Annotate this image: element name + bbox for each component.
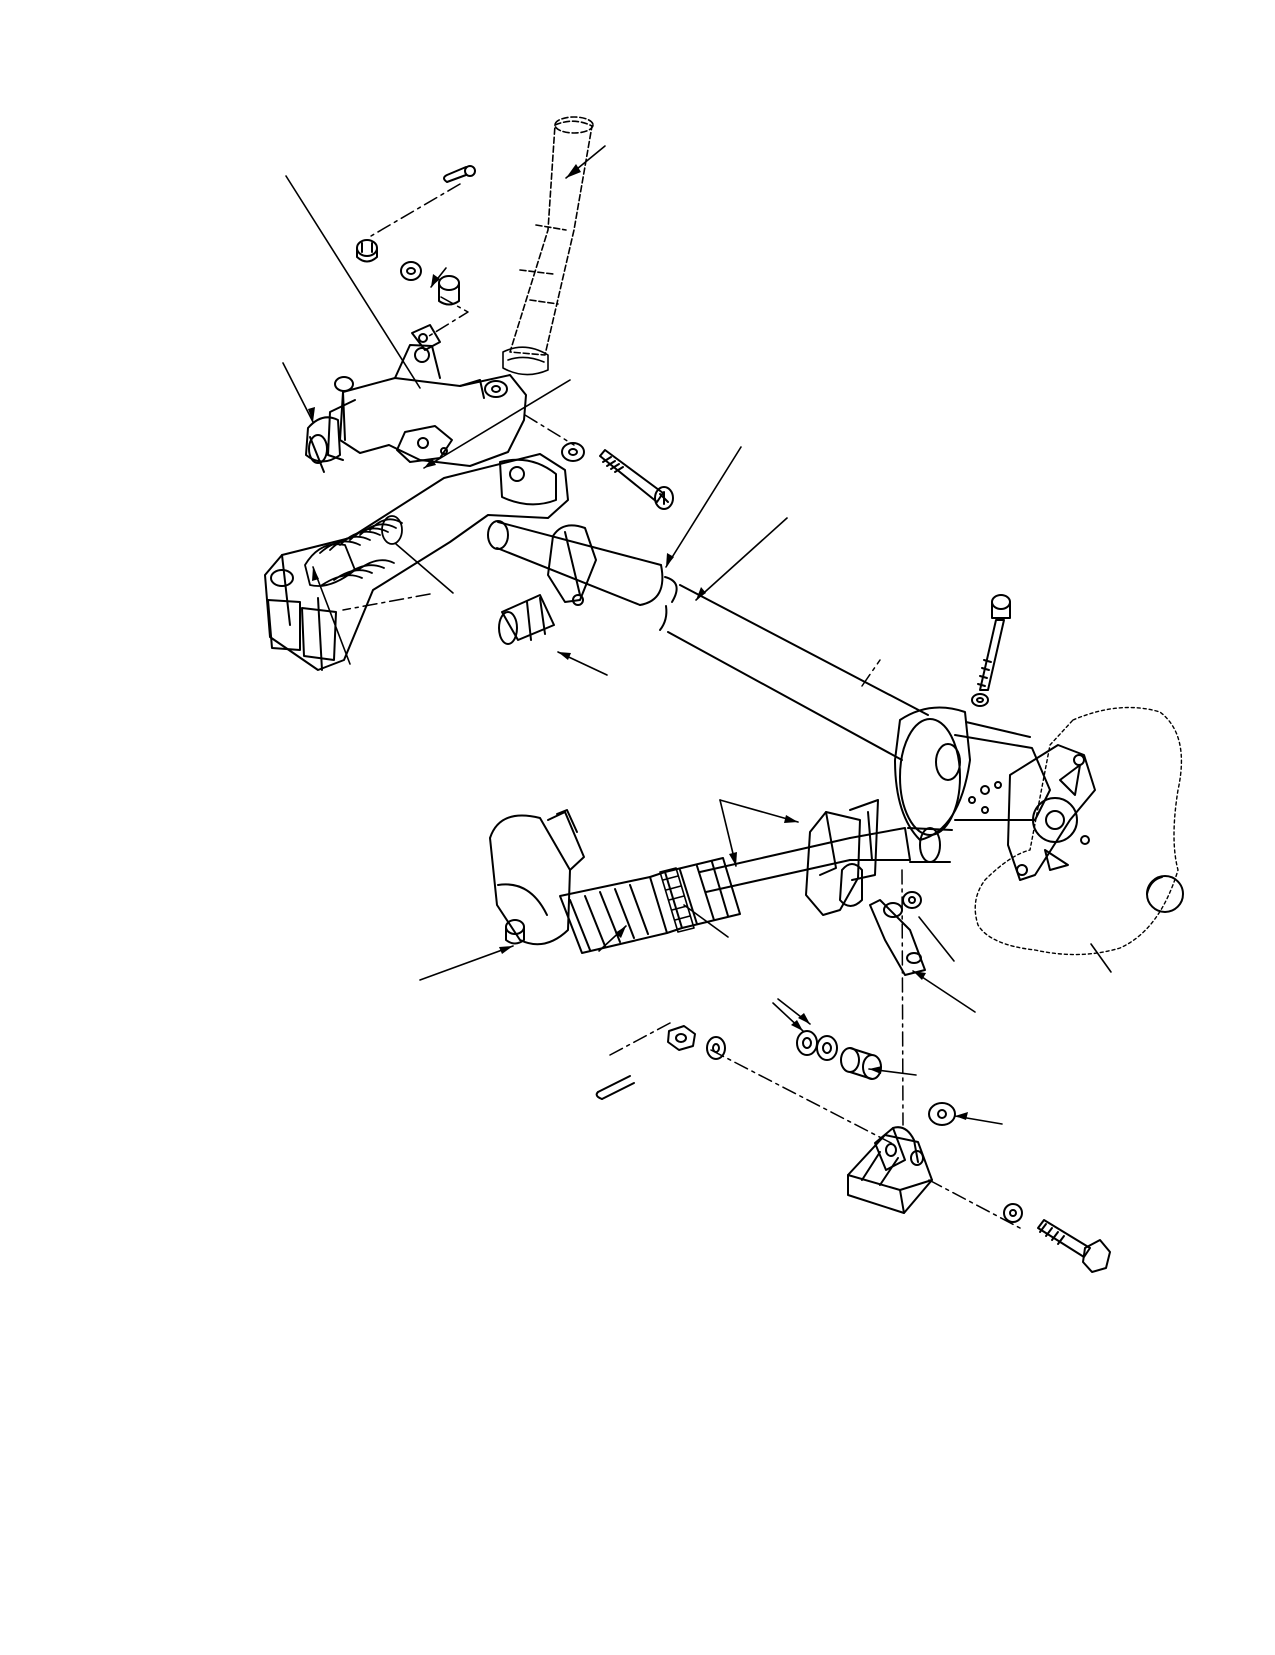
gear-housing [306,345,526,472]
arrowhead [729,852,737,866]
plug-cap-icon [1147,876,1183,912]
arrowhead [666,553,674,567]
arrowhead [558,652,571,660]
leader-line [720,800,798,822]
top-hardware [357,166,475,305]
shift-lever-boot-icon [503,347,548,374]
splined-sleeve-icon [560,858,740,953]
spacer-sleeve-icon [841,1048,881,1079]
arrowhead [696,587,706,600]
cotter-pin-small-icon [597,1076,634,1099]
leader-line [666,447,741,567]
arrowhead [308,407,315,422]
explosion-center-lines [343,184,1020,1228]
arrowhead [784,815,798,823]
steering-arm-bracket [806,800,878,915]
leader-line [913,971,975,1012]
arrowhead [791,1020,803,1031]
leader-line [420,946,513,980]
end-cap-icon [490,810,584,944]
mount-hardware [562,443,673,509]
screw-icon [600,450,673,509]
bushing-pair-icon [797,1031,837,1060]
shaft-clamp-icon [548,525,596,605]
band-clamp-icon [660,868,694,932]
washer-bottom-icon [707,1037,725,1059]
leader-line [424,380,570,468]
castle-nut-icon [357,240,377,262]
nut-icon [903,892,921,908]
arrowhead [431,274,440,287]
callout-leaders [283,146,1111,1124]
arrowhead [955,1112,968,1120]
leader-line [919,917,954,961]
leader-line [286,176,420,388]
panel-outline [975,708,1181,955]
arrowhead [312,567,319,581]
small-washer-icon [972,694,988,706]
leader-line [396,544,453,593]
pitman-arm-icon [870,900,925,975]
compression-spring-icon [305,516,402,586]
leader-line [313,567,350,664]
leader-line [283,363,313,422]
arrowhead [913,971,926,980]
lower-shaft [700,828,952,892]
hex-bolt-icon [1038,1220,1110,1272]
washer-lower-icon [1004,1204,1022,1222]
leader-line [684,905,728,937]
arrowhead [499,946,513,954]
spacer-bushing-icon [439,276,459,305]
front-flange [895,708,1050,841]
arrowhead [798,1013,810,1024]
leader-line [696,518,787,600]
arrowhead [869,1066,882,1074]
leader-line [1091,944,1111,972]
hex-nut-icon [668,1026,695,1050]
torque-tube-upper [488,521,928,760]
shift-lever [510,117,593,355]
tube-cap-icon [499,595,554,644]
flange-plate [1008,745,1095,880]
cotter-pin-icon [444,166,475,182]
lock-washer-icon [562,443,584,461]
arrowhead [566,164,581,178]
callout-arrowheads [308,164,968,1120]
bottom-hardware [597,1026,1110,1272]
upper-linkage-icon [412,325,440,350]
base-bracket [848,1127,932,1213]
flat-washer-icon [401,262,421,280]
arrowhead [424,458,436,468]
support-bracket [265,454,568,670]
long-bolt-icon [978,595,1010,690]
flat-washer-large-icon [929,1103,955,1125]
